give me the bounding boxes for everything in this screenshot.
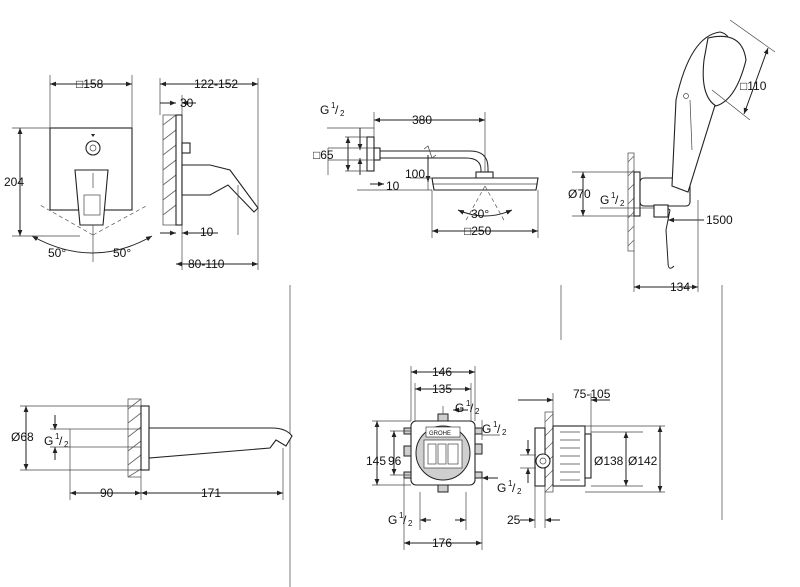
mixer-offset-label: 30 [180, 96, 194, 110]
side-offset-label: 25 [507, 513, 521, 527]
mixer-drawing [12, 75, 259, 270]
mixer-projection-label: 80-110 [188, 257, 225, 271]
side-dia-inner: Ø138 [594, 454, 624, 468]
hand-diameter: Ø70 [568, 187, 591, 201]
spout-thread-g: G [44, 434, 53, 448]
box-right-thread-den: 2 [502, 428, 507, 437]
hand-thread-den: 2 [620, 199, 625, 208]
svg-text:/: / [470, 401, 474, 415]
box-bottom-thread-den: 2 [408, 519, 413, 528]
hand-thread-num: 1 [611, 191, 616, 200]
hand-thread-g: G [600, 193, 609, 207]
spout-wall-depth: 90 [100, 486, 114, 500]
spout-diameter: Ø68 [11, 430, 34, 444]
body-side-drawing [518, 393, 665, 528]
box-br-thread-den: 2 [517, 487, 522, 496]
hand-shower-drawing [572, 19, 776, 292]
box-bottom-thread-g: G [388, 513, 397, 527]
arm-length-label: 380 [412, 113, 432, 127]
brand-logo: GROHE [429, 431, 451, 437]
svg-text:/: / [335, 103, 339, 117]
mixer-gap-label: 10 [200, 225, 214, 239]
mixer-height-label: 204 [4, 175, 24, 189]
box-width-inner: 135 [432, 382, 452, 396]
arm-offset-label: 10 [386, 179, 400, 193]
spout-drawing [20, 398, 293, 500]
arm-thread-den: 2 [340, 109, 345, 118]
hand-projection: 134 [670, 280, 690, 294]
box-right-thread-num: 1 [493, 420, 498, 429]
shower-arm-drawing [327, 112, 539, 238]
mixer-width-label: □158 [76, 77, 104, 91]
arm-angle-label: 30° [471, 207, 489, 221]
box-top-thread-den: 2 [475, 407, 480, 416]
head-size-label: □250 [464, 224, 492, 238]
svg-text:/: / [59, 434, 63, 448]
box-total-width: 176 [432, 536, 452, 550]
mixer-depth-label: 122-152 [194, 77, 238, 91]
mixer-side-lever [181, 164, 259, 213]
spout-length: 171 [201, 486, 221, 500]
box-top-thread-g: G [455, 401, 464, 415]
mixer-angle-left: 50° [48, 246, 66, 260]
box-height-inner: 96 [388, 454, 402, 468]
arm-thread-g: G [320, 103, 329, 117]
mixer-angle-right: 50° [113, 246, 131, 260]
svg-text:/: / [497, 422, 501, 436]
box-right-thread-g: G [482, 422, 491, 436]
arm-flange-label: □65 [313, 148, 334, 162]
spout-thread-den: 2 [64, 440, 69, 449]
arm-thread-num: 1 [331, 101, 336, 110]
svg-text:/: / [615, 193, 619, 207]
box-br-thread-g: G [497, 481, 506, 495]
arm-height-label: 100 [405, 167, 425, 181]
svg-text:/: / [403, 513, 407, 527]
side-dia-outer: Ø142 [628, 454, 658, 468]
diverter-knob [85, 140, 101, 156]
hose-length: 1500 [706, 213, 733, 227]
spout-pipe [69, 428, 143, 448]
hand-head-size: □110 [740, 79, 767, 93]
box-height-outer: 145 [366, 454, 386, 468]
svg-text:/: / [512, 481, 516, 495]
box-bottom-thread-num: 1 [399, 511, 404, 520]
wall-flange [366, 136, 375, 172]
body-front-drawing: GROHE [372, 366, 500, 550]
box-width-outer: 146 [432, 365, 452, 379]
spout-body [148, 427, 293, 459]
spout-thread-num: 1 [55, 432, 60, 441]
side-depth-label: 75-105 [573, 387, 611, 401]
mixer-lever [74, 169, 109, 226]
box-top-thread-num: 1 [466, 399, 471, 408]
box-br-thread-num: 1 [508, 479, 513, 488]
